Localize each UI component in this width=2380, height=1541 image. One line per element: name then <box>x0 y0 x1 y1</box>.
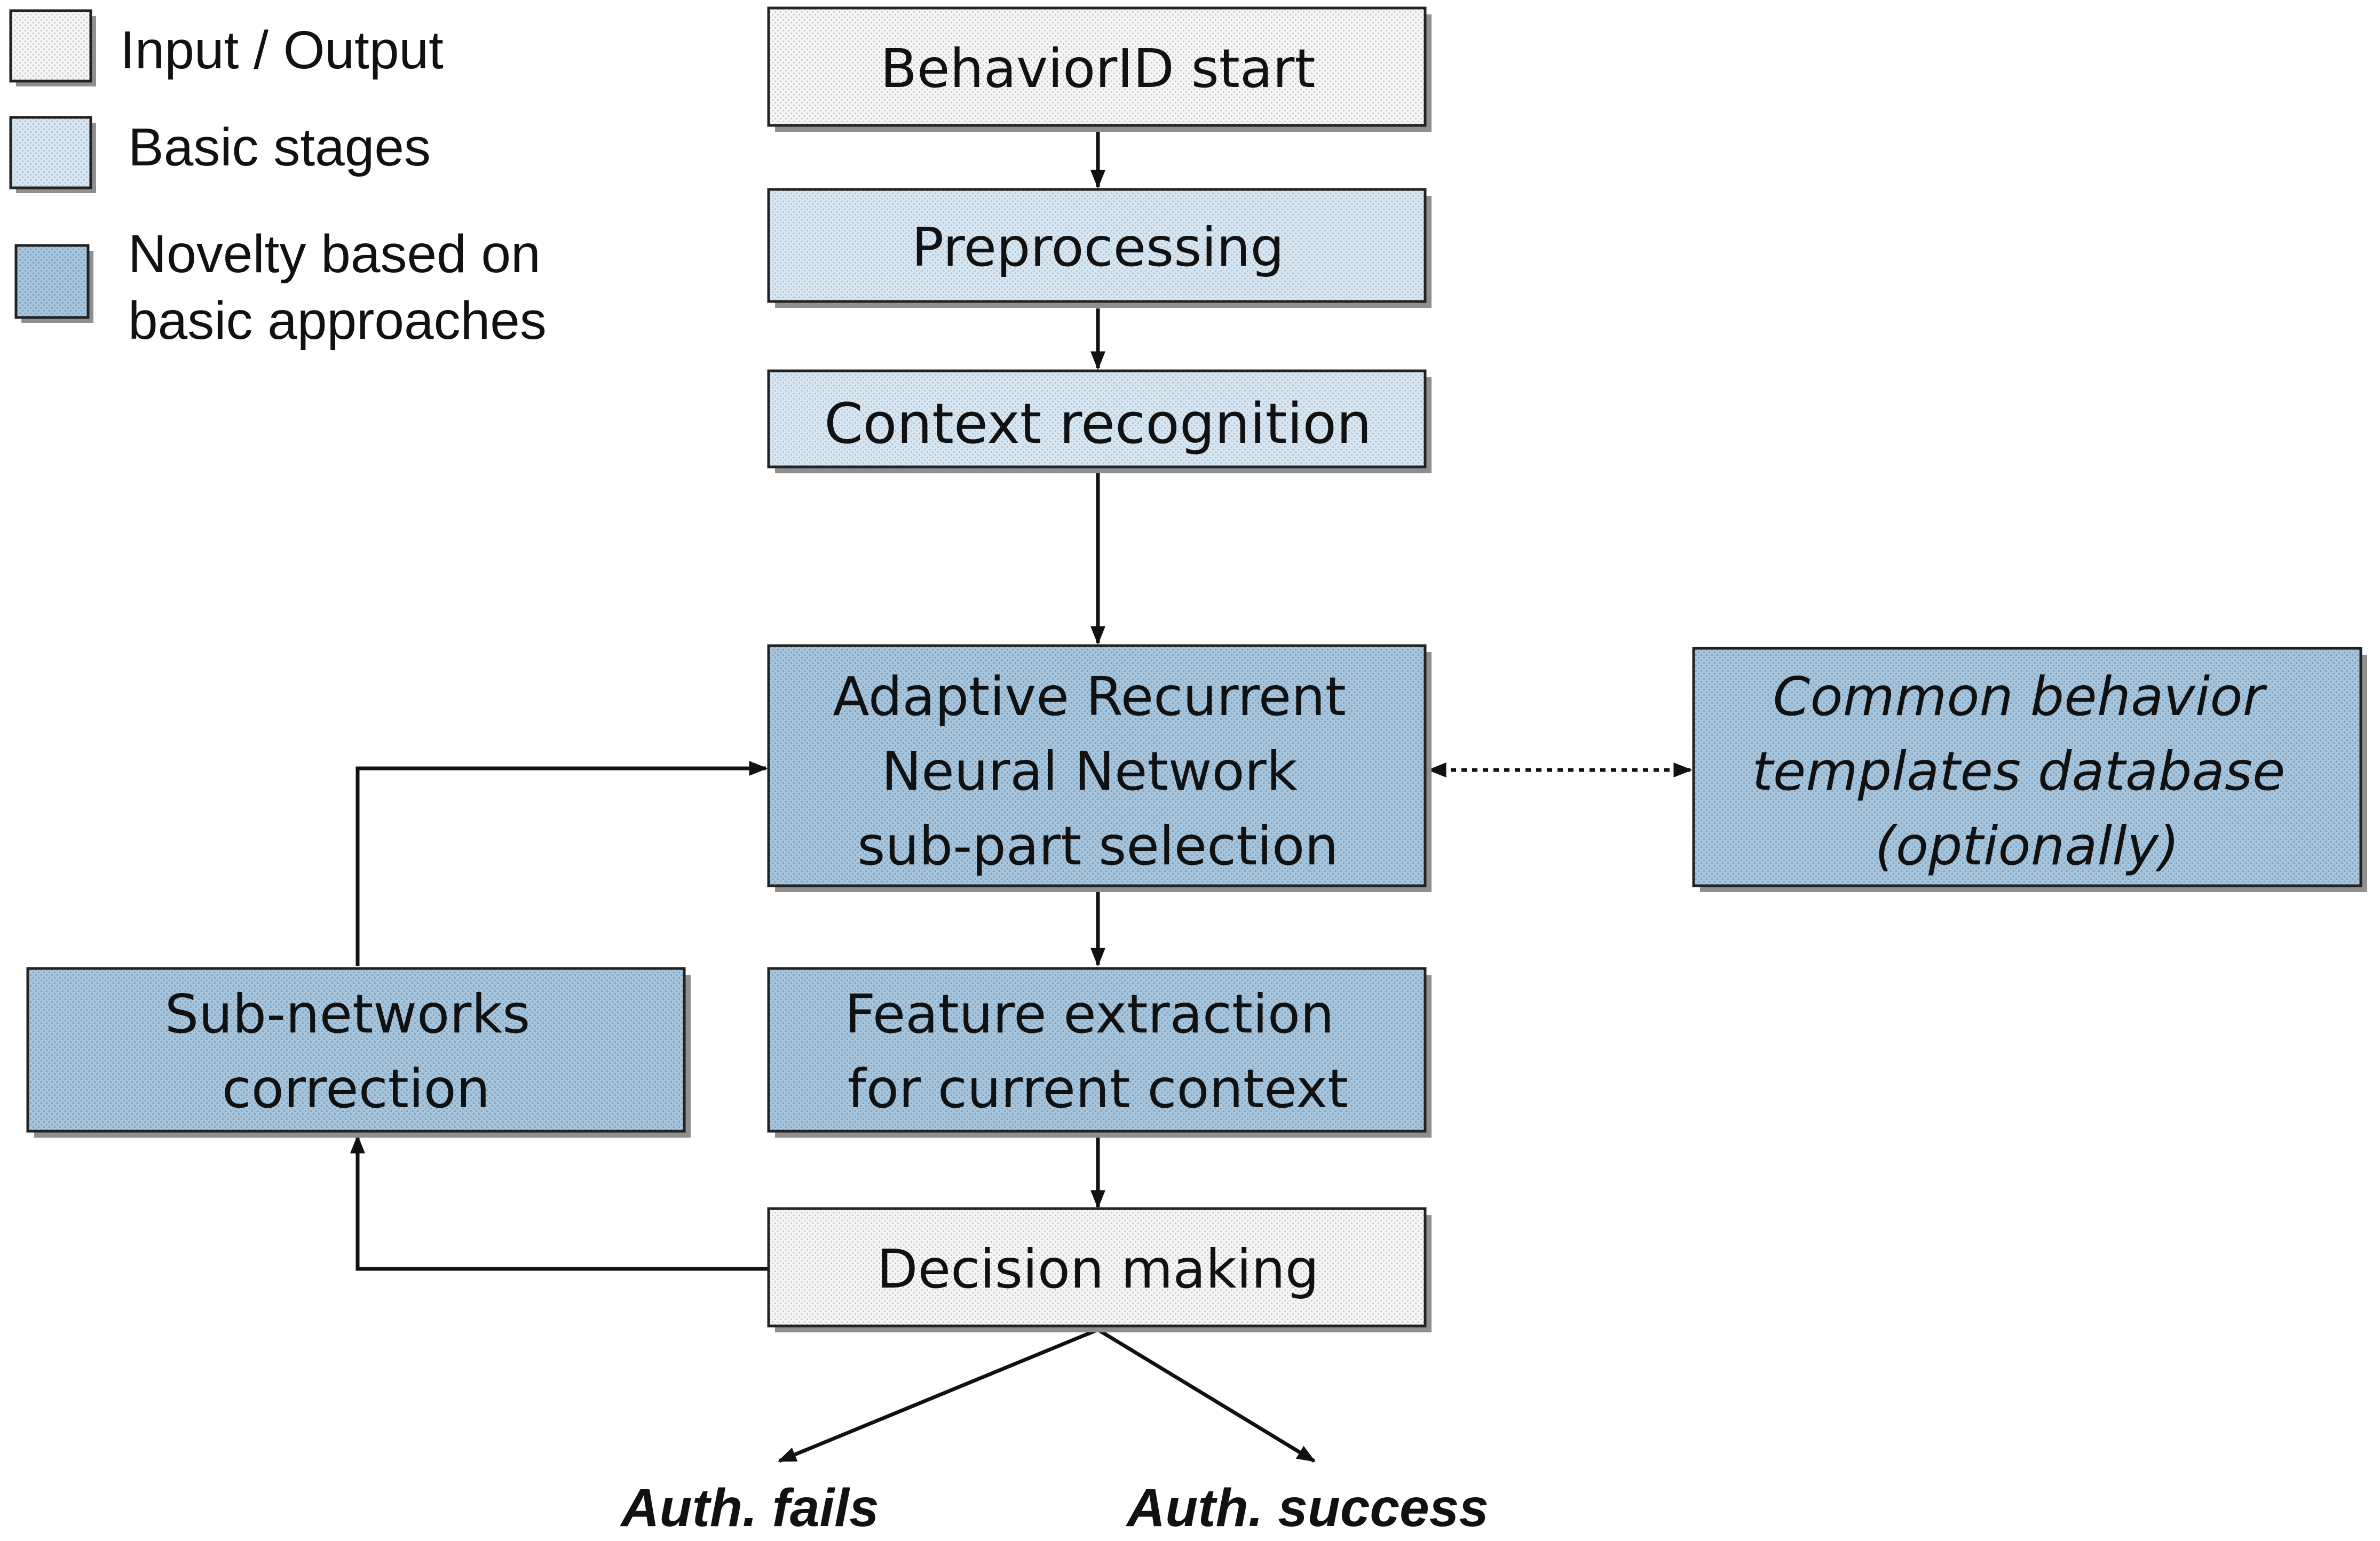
outcome-auth-success: Auth. success <box>1125 1478 1489 1538</box>
node-templates: Common behavior templates database (opti… <box>1692 647 2367 892</box>
node-subnet-label: Sub-networks correction <box>165 983 547 1120</box>
node-arnn-label: Adaptive Recurrent Neural Network sub-pa… <box>833 665 1363 877</box>
legend-io-label: Input / Output <box>120 20 444 80</box>
node-templates-label: Common behavior templates database (opti… <box>1752 665 2303 877</box>
edge-decision-to-fails <box>777 1328 1099 1463</box>
node-decision: Decision making <box>767 1207 1432 1332</box>
legend-novelty-swatch <box>14 244 90 319</box>
node-context-label: Context recognition <box>824 391 1372 456</box>
legend-basic-swatch <box>9 116 92 189</box>
node-start-label: BehaviorID start <box>880 37 1315 100</box>
legend-basic-label: Basic stages <box>128 117 431 177</box>
node-preprocessing: Preprocessing <box>767 188 1432 308</box>
node-context: Context recognition <box>767 369 1432 473</box>
node-subnet: Sub-networks correction <box>26 967 691 1138</box>
node-arnn: Adaptive Recurrent Neural Network sub-pa… <box>767 644 1432 892</box>
outcome-auth-fails: Auth. fails <box>619 1478 879 1538</box>
legend-novelty-label: Novelty based on basic approaches <box>128 224 556 351</box>
node-feature-label: Feature extraction for current context <box>845 983 1351 1120</box>
edges <box>350 127 1693 1463</box>
node-feature: Feature extraction for current context <box>767 967 1432 1138</box>
edge-decision-to-success <box>1097 1328 1316 1463</box>
legend: Input / Output Basic stages Novelty base… <box>9 9 556 351</box>
edge-decision-to-subnet <box>350 1134 769 1271</box>
node-decision-label: Decision making <box>877 1238 1319 1300</box>
node-start: BehaviorID start <box>767 6 1432 132</box>
edge-subnet-to-arnn <box>355 761 768 966</box>
legend-io-swatch <box>9 9 92 83</box>
node-preprocessing-label: Preprocessing <box>912 216 1284 279</box>
